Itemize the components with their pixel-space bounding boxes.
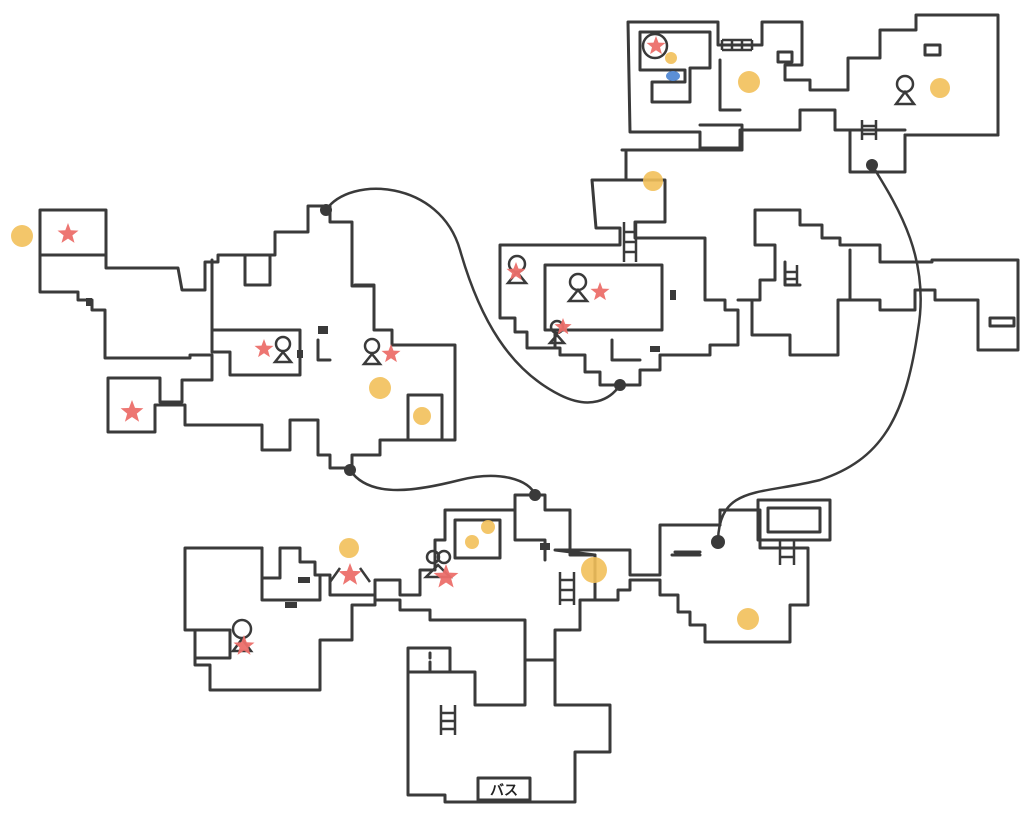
room-southeast xyxy=(553,508,810,644)
star-icon xyxy=(57,223,79,243)
ladder-icon xyxy=(860,120,878,140)
coin-icon xyxy=(737,608,759,630)
person-icon xyxy=(328,567,372,583)
person-icon xyxy=(361,337,383,366)
tube-ne-to-southeast xyxy=(716,164,922,541)
person-icon xyxy=(566,272,590,303)
room-central-inner-wall xyxy=(553,123,744,362)
west-inner-wall xyxy=(210,253,376,362)
coin-icon xyxy=(738,71,760,93)
southeast-wing xyxy=(553,498,832,644)
coin-icon xyxy=(339,538,359,558)
door-icon xyxy=(320,204,332,216)
room-ne-gem-room xyxy=(638,30,712,104)
door-icon xyxy=(298,577,310,583)
small-marks xyxy=(428,553,702,672)
room-east xyxy=(736,208,1020,357)
room-nw-corner xyxy=(38,204,457,470)
northeast-wing xyxy=(626,13,1000,174)
star-icon xyxy=(506,262,526,281)
coin-icon xyxy=(465,535,479,549)
star-icon xyxy=(433,564,459,588)
door-icon xyxy=(711,535,725,549)
door-icon xyxy=(297,350,303,358)
gem-icon xyxy=(666,71,680,81)
door-icon xyxy=(540,543,550,550)
ladder-icon xyxy=(558,572,576,605)
ladder-icon xyxy=(778,540,796,565)
coin-icon xyxy=(481,520,495,534)
west-inner-room xyxy=(210,328,302,377)
room-south-west-inner xyxy=(193,546,322,660)
connector-tubes xyxy=(324,164,922,541)
room-ne-small xyxy=(776,43,942,64)
west-side-room xyxy=(406,393,444,442)
room-south-middle-inner xyxy=(453,508,547,562)
central-north-wing xyxy=(498,123,744,387)
coin-icon xyxy=(930,78,950,98)
ladder-icon xyxy=(439,705,457,735)
room-southeast-screen xyxy=(756,498,832,542)
coin-icon xyxy=(643,171,663,191)
coin-icon xyxy=(11,225,33,247)
room-south-middle xyxy=(373,493,597,662)
door-icon xyxy=(670,290,676,300)
room-bus-label-box xyxy=(476,776,532,802)
star-icon xyxy=(338,563,362,585)
west-wing xyxy=(38,204,457,470)
star-icon xyxy=(646,36,666,55)
tube-west-to-central xyxy=(324,187,622,404)
room-ne-divider xyxy=(718,58,1000,137)
room-ne-top-left xyxy=(626,13,1000,174)
star-icon xyxy=(120,400,144,422)
ladder-icon xyxy=(720,38,754,52)
person-icon xyxy=(272,335,294,364)
door-icon xyxy=(86,298,92,306)
south-central xyxy=(183,493,612,804)
room-central-upper xyxy=(498,178,740,387)
ladder-icon xyxy=(783,265,799,285)
person-icon xyxy=(641,32,669,60)
room-bus xyxy=(406,646,612,804)
people xyxy=(230,32,917,653)
person-icon xyxy=(893,74,917,106)
coin-icon xyxy=(665,52,677,64)
coin-icon xyxy=(581,557,607,583)
star-icon xyxy=(233,635,255,655)
star-icon xyxy=(254,339,274,358)
ladder-icon xyxy=(622,222,638,262)
east-wing xyxy=(736,208,1020,357)
door-icon xyxy=(614,379,626,391)
doors xyxy=(86,159,878,608)
coins xyxy=(11,52,950,630)
door-icon xyxy=(318,326,328,334)
star-icon xyxy=(381,344,401,363)
star-icon xyxy=(554,318,572,335)
stars xyxy=(57,36,666,655)
bus-label: バス xyxy=(490,783,518,799)
door-icon xyxy=(285,602,297,608)
coin-icon xyxy=(369,377,391,399)
room-central-inner xyxy=(543,263,664,332)
door-icon xyxy=(344,464,356,476)
room-south-west xyxy=(183,546,377,692)
door-icon xyxy=(529,489,541,501)
door-icon xyxy=(866,159,878,171)
coin-icon xyxy=(413,407,431,425)
door-icon xyxy=(650,346,660,352)
tube-west-to-south xyxy=(348,469,537,496)
star-icon xyxy=(590,282,610,301)
ladders xyxy=(439,38,878,735)
